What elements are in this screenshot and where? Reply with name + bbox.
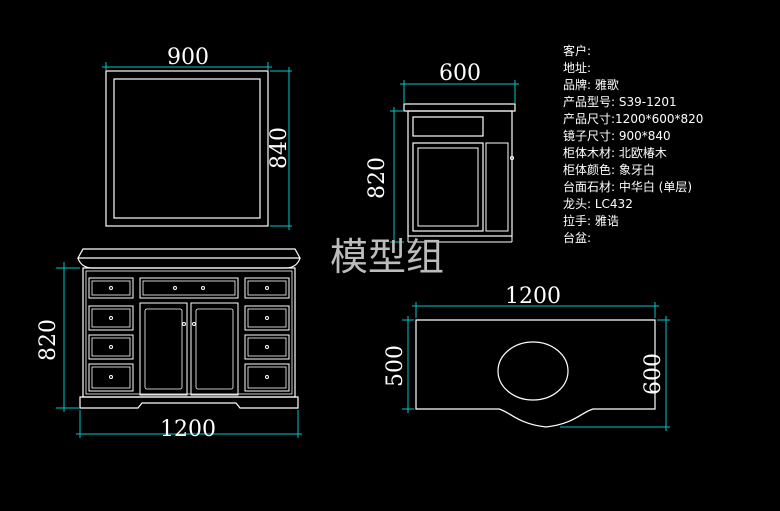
mirror-width-label: 900 bbox=[167, 45, 209, 70]
spec-color: 柜体颜色: 象牙白 bbox=[563, 162, 655, 177]
side-cabinet-body bbox=[407, 110, 513, 237]
side-drawer bbox=[412, 116, 484, 137]
front-right-door bbox=[190, 302, 239, 396]
spec-handle: 拉手: 雅诰 bbox=[563, 213, 619, 228]
front-width-label: 1200 bbox=[160, 417, 216, 442]
front-left-door bbox=[139, 302, 188, 396]
side-countertop bbox=[403, 103, 516, 112]
spec-faucet: 龙头: LC432 bbox=[563, 197, 633, 211]
watermark-text: 模型组 bbox=[330, 235, 444, 279]
mirror-inner-frame bbox=[113, 78, 261, 219]
top-depth-outer-label: 600 bbox=[641, 353, 666, 395]
side-knob bbox=[509, 155, 515, 161]
front-base bbox=[79, 396, 299, 409]
side-height-label: 820 bbox=[365, 157, 390, 199]
spec-address: 地址: bbox=[563, 61, 591, 75]
side-depth-label: 600 bbox=[439, 61, 481, 86]
front-height-label: 820 bbox=[36, 319, 61, 361]
countertop-top-view: 1200 500 600 bbox=[383, 284, 670, 431]
side-frame-panel bbox=[485, 142, 509, 232]
side-door bbox=[412, 142, 484, 232]
countertop-outline bbox=[415, 319, 656, 428]
side-view: 600 820 bbox=[365, 61, 519, 246]
spec-wood: 柜体木材: 北欧椿木 bbox=[563, 146, 667, 160]
front-left-drawers bbox=[88, 277, 134, 392]
spec-stone: 台面石材: 中华白 (单层) bbox=[563, 179, 692, 194]
top-depth-inner-label: 500 bbox=[383, 345, 408, 387]
front-cabinet-body bbox=[82, 267, 296, 398]
mirror-height-label: 840 bbox=[267, 127, 292, 169]
front-center-drawer bbox=[139, 277, 239, 299]
front-right-drawers bbox=[244, 277, 290, 392]
spec-customer: 客户: bbox=[563, 43, 591, 58]
spec-model: 产品型号: S39-1201 bbox=[563, 95, 677, 109]
basin-ellipse bbox=[497, 341, 569, 401]
spec-basin: 台盆: bbox=[563, 230, 591, 245]
front-view: 820 1200 bbox=[36, 248, 302, 442]
spec-brand: 品牌: 雅歌 bbox=[563, 77, 619, 92]
spec-mirror-size: 镜子尺寸: 900*840 bbox=[563, 128, 671, 143]
spec-product-size: 产品尺寸:1200*600*820 bbox=[563, 112, 703, 126]
front-countertop bbox=[76, 248, 302, 259]
mirror-outer-frame bbox=[105, 70, 269, 227]
mirror-view: 900 840 bbox=[102, 45, 292, 230]
spec-list: 客户: 地址: 品牌: 雅歌 产品型号: S39-1201 产品尺寸:1200*… bbox=[563, 43, 703, 245]
top-width-label: 1200 bbox=[505, 284, 561, 309]
side-door-inner bbox=[417, 147, 479, 227]
